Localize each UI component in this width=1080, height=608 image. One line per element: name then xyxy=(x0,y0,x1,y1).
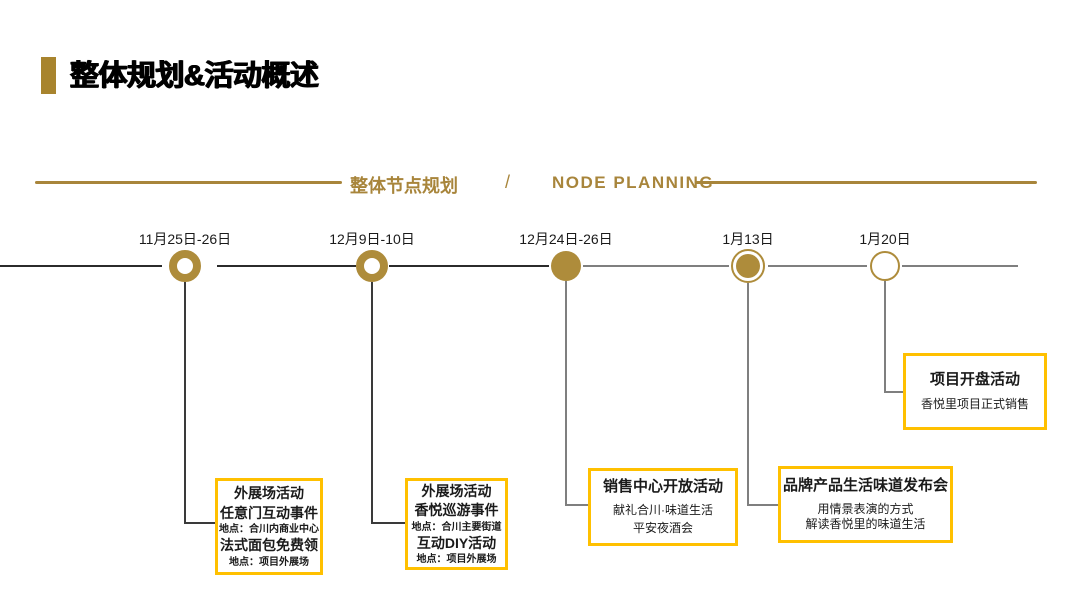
connector-5-elbow xyxy=(884,391,903,393)
event-4-title: 品牌产品生活味道发布会 xyxy=(782,477,948,495)
divider-line-left xyxy=(35,181,342,184)
event-3-line3: 平安夜酒会 xyxy=(632,520,693,535)
node-date-1: 11月25日-26日 xyxy=(138,231,232,247)
event-1-line5: 地点：项目外展场 xyxy=(229,556,309,568)
event-2-line2: 香悦巡游事件 xyxy=(414,502,499,519)
title-accent-bar xyxy=(41,57,56,94)
connector-1-vertical xyxy=(184,282,186,523)
timeline-node-3 xyxy=(551,251,581,281)
timeline-segment-3 xyxy=(389,265,549,267)
node-date-4: 1月13日 xyxy=(722,231,774,247)
event-box-1: 外展场活动 任意门互动事件 地点：合川内商业中心 法式面包免费领 地点：项目外展… xyxy=(215,478,323,575)
event-1-line3: 地点：合川内商业中心 xyxy=(219,524,319,536)
event-box-4: 品牌产品生活味道发布会 用情景表演的方式 解读香悦里的味道生活 xyxy=(778,466,953,543)
connector-2-elbow xyxy=(371,522,405,524)
timeline-node-5 xyxy=(870,251,900,281)
event-2-line5: 地点：项目外展场 xyxy=(416,554,497,566)
connector-4-vertical xyxy=(747,283,749,505)
event-box-5: 项目开盘活动 香悦里项目正式销售 xyxy=(903,353,1047,430)
timeline-node-4 xyxy=(731,249,765,283)
connector-4-elbow xyxy=(747,504,778,506)
node-date-2: 12月9日-10日 xyxy=(329,231,415,247)
section-title-en: NODE PLANNING xyxy=(552,173,715,192)
timeline-segment-5 xyxy=(768,265,867,267)
timeline-segment-2 xyxy=(217,265,356,267)
event-1-line4: 法式面包免费领 xyxy=(220,537,318,554)
connector-3-elbow xyxy=(565,504,588,506)
event-4-line3: 解读香悦里的味道生活 xyxy=(805,517,926,532)
connector-5-vertical xyxy=(884,281,886,392)
node-date-5: 1月20日 xyxy=(859,231,911,247)
node-date-3: 12月24日-26日 xyxy=(519,231,613,247)
event-1-title: 外展场活动 xyxy=(234,485,304,502)
connector-2-vertical xyxy=(371,282,373,523)
event-3-title: 销售中心开放活动 xyxy=(602,477,723,495)
page-title: 整体规划&活动概述 xyxy=(70,60,319,92)
event-5-title: 项目开盘活动 xyxy=(929,371,1020,389)
timeline-node-2 xyxy=(356,250,388,282)
timeline-segment-1 xyxy=(0,265,162,267)
event-box-2: 外展场活动 香悦巡游事件 地点：合川主要街道 互动DIY活动 地点：项目外展场 xyxy=(405,478,508,570)
event-5-line2: 香悦里项目正式销售 xyxy=(920,396,1029,411)
timeline-segment-4 xyxy=(583,265,729,267)
section-title-slash: / xyxy=(505,172,511,192)
event-4-line2: 用情景表演的方式 xyxy=(817,501,914,516)
divider-line-right xyxy=(695,181,1037,184)
connector-1-elbow xyxy=(184,522,215,524)
event-2-line4: 互动DIY活动 xyxy=(416,534,497,551)
timeline-node-1 xyxy=(169,250,201,282)
event-2-line3: 地点：合川主要街道 xyxy=(411,521,502,533)
event-box-3: 销售中心开放活动 献礼合川·味道生活 平安夜酒会 xyxy=(588,468,738,546)
event-3-line2: 献礼合川·味道生活 xyxy=(613,503,713,518)
section-title-cn: 整体节点规划 xyxy=(350,176,458,196)
timeline-node-4-core xyxy=(736,254,760,278)
event-2-title: 外展场活动 xyxy=(421,482,492,499)
timeline-segment-6 xyxy=(902,265,1018,267)
connector-3-vertical xyxy=(565,281,567,505)
event-1-line2: 任意门互动事件 xyxy=(220,504,318,521)
